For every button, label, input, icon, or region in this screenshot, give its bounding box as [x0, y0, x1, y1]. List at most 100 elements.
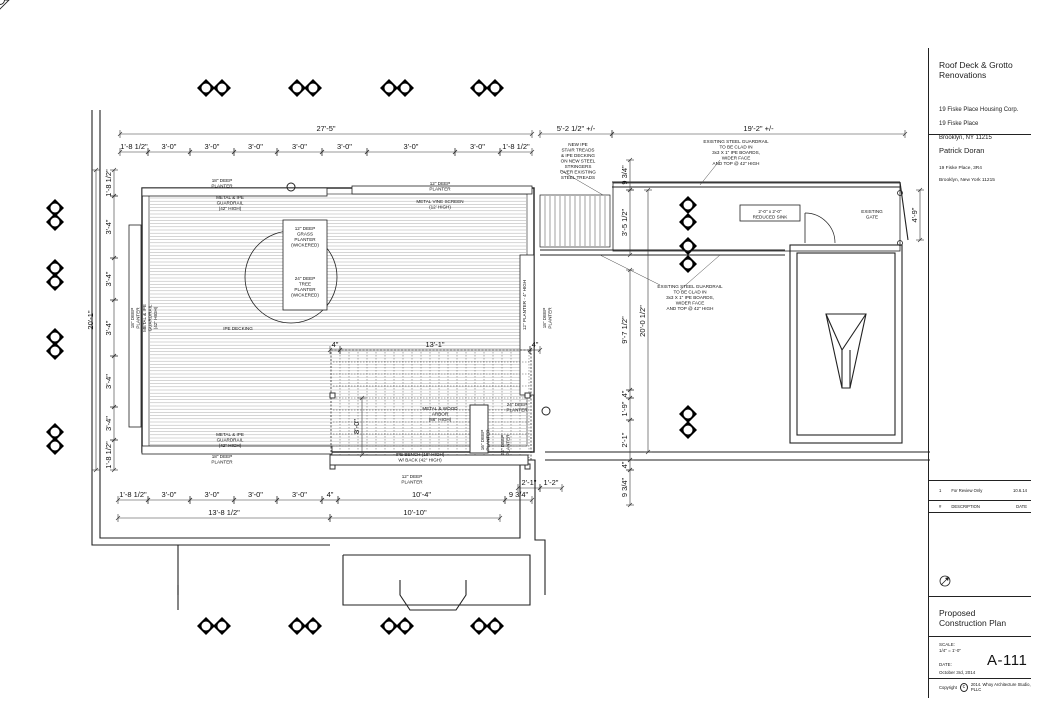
- revision-date: DATE: [1016, 504, 1027, 509]
- project-address: 19 Fiske Place Housing Corp. 19 Fiske Pl…: [939, 100, 1027, 149]
- dimension-top-segment: 3'-0": [248, 142, 263, 151]
- scale-label: SCALE:: [939, 642, 956, 647]
- dimension-top-segment: 1'-8 1/2": [120, 142, 148, 151]
- note-decking: IPE DECKING: [223, 326, 253, 331]
- revision-number: 1: [939, 488, 942, 493]
- dimension-bottom-segment: 3'-0": [248, 490, 263, 499]
- dimension-bottom-segment: 3'-0": [205, 490, 220, 499]
- divider: [929, 480, 1031, 481]
- note-planter: 24" DEEPPLANTER: [500, 434, 511, 456]
- dimension-bottom-segment: 10'-4": [412, 490, 431, 499]
- dimension-bottom-segment: 3'-0": [162, 490, 177, 499]
- building-outline: [91, 110, 930, 611]
- dimension-overall-mid: 5'-2 1/2" +/-: [557, 124, 596, 133]
- copyright-icon: c: [959, 682, 968, 692]
- divider: [929, 512, 1031, 513]
- deck: [128, 182, 551, 455]
- sheet-number: A-111: [987, 652, 1028, 669]
- dimension-bottom-segment: 3'-0": [292, 490, 307, 499]
- dimension-right-overall: 20'-0 1/2": [638, 305, 647, 337]
- dimension-right: 3'-5 1/2": [620, 208, 629, 236]
- stair: [539, 194, 611, 248]
- dimension-text: 27'-5"5'-2 1/2" +/-19'-2" +/-1'-8 1/2"3'…: [86, 124, 919, 517]
- copyright: Copyright c 2014. Whoy Architecture Stud…: [939, 682, 1031, 692]
- dimension-pergola-left: 4": [332, 340, 339, 349]
- dimension-bottom-segment: 4": [327, 490, 334, 499]
- dimension-pergola-right: 4": [532, 340, 539, 349]
- divider: [929, 500, 1031, 501]
- date-label: DATE:: [939, 662, 952, 667]
- dimension-right: 9 3/4": [620, 165, 629, 185]
- pergola: [329, 349, 532, 470]
- dimension-left-segment: 1'-8 1/2": [104, 441, 113, 469]
- dimension-pergola-depth: 8'-0": [352, 419, 361, 434]
- note-bench: IPE BENCH (18" HIGH)W/ BACK (42" HIGH): [396, 452, 445, 463]
- dimension-overall-top: 27'-5": [316, 124, 335, 133]
- dimension-bottom-segment: 9 3/4": [509, 490, 529, 499]
- dimension-top-segment: 3'-0": [205, 142, 220, 151]
- dimension-left-segment: 1'-8 1/2": [104, 169, 113, 197]
- title-block: Roof Deck & Grotto Renovations 19 Fiske …: [928, 48, 1031, 698]
- dimension-bottom-overall: 13'-8 1/2": [208, 508, 240, 517]
- date-value: October 3rd, 2014: [939, 670, 976, 675]
- dimension-top-segment: 3'-0": [162, 142, 177, 151]
- scale-value: 1/4" = 1'-0": [939, 648, 961, 653]
- revision-date: 10.6.14: [1013, 488, 1027, 493]
- dimension-bottom-segment: 1'-8 1/2": [119, 490, 147, 499]
- dimension-pergola-width: 13'-1": [425, 340, 444, 349]
- dimension-right: 4": [620, 390, 629, 397]
- dimension-top-segment: 3'-0": [404, 142, 419, 151]
- dimension-left-segment: 3'-4": [104, 416, 113, 431]
- project-title: Roof Deck & Grotto Renovations: [939, 60, 1013, 80]
- revision-description: For Review Only: [951, 488, 983, 493]
- architect-address: 19 Fiske Place, 3R4 Brooklyn, New York 1…: [939, 160, 1027, 190]
- revision-number: #: [939, 504, 942, 509]
- architect-address-2: Brooklyn, New York 11215: [939, 178, 995, 183]
- copyright-prefix: Copyright: [939, 684, 957, 690]
- copyright-text: 2014. Whoy Architecture Studio, PLLC: [970, 682, 1031, 692]
- north-arrow-icon: [939, 575, 951, 587]
- dimension-stair: 1'-2": [544, 478, 559, 487]
- note-planter: 18" DEEPPLANTER: [542, 307, 553, 329]
- dimension-left-segment: 3'-4": [104, 271, 113, 286]
- dimension-right: 9'-7 1/2": [620, 316, 629, 344]
- note-sink: 2'-0" x 2'-0"REDUCED SINK: [753, 209, 789, 220]
- dimension-left-segment: 3'-4": [104, 320, 113, 335]
- divider: [929, 636, 1031, 637]
- divider: [929, 596, 1031, 597]
- dimension-right: 2'-1": [620, 432, 629, 447]
- dimension-top-segment: 1'-8 1/2": [502, 142, 530, 151]
- dimension-right: 9 3/4": [620, 477, 629, 497]
- dimension-top-segment: 3'-0": [292, 142, 307, 151]
- dimension-right: 1'-9": [620, 401, 629, 416]
- dimension-bottom-overall: 10'-10": [403, 508, 427, 517]
- marker-grid: [45, 78, 698, 636]
- revision-row: 1 For Review Only 10.6.14: [939, 488, 1027, 493]
- dimension-stair: 2'-1": [522, 478, 537, 487]
- note-planter: 16" DEEPPLANTER: [480, 429, 491, 451]
- divider: [929, 134, 1031, 135]
- dimension-right: 4": [620, 461, 629, 468]
- dimension-left-overall: 20'-1": [86, 310, 95, 329]
- architect-address-1: 19 Fiske Place, 3R4: [939, 166, 982, 171]
- note-planter: 12" PLANTER - 4" HIGH: [522, 280, 527, 330]
- dimension-left-segment: 3'-4": [104, 219, 113, 234]
- note-guardrail: METAL & IPEGUARDRAIL(42" HIGH): [142, 304, 158, 332]
- revision-header: #DESCRIPTION DATE: [939, 504, 1027, 509]
- note-planter: 18" DEEPPLANTER: [130, 307, 141, 329]
- address-line-1: 19 Fiske Place: [939, 121, 979, 127]
- architect-name: Patrick Doran: [939, 146, 985, 155]
- note-vine-screen: METAL VINE SCREEN(12' HIGH): [416, 199, 463, 210]
